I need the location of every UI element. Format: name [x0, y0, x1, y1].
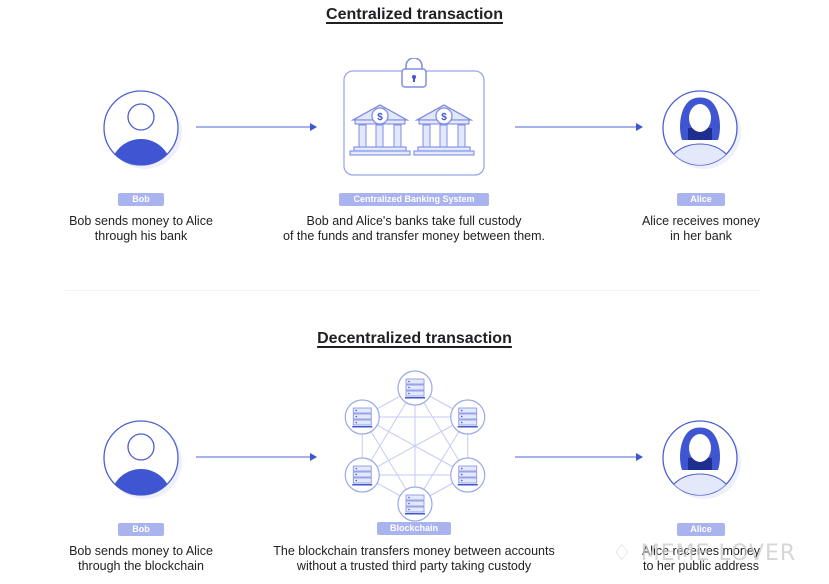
decentralized-title: Decentralized transaction [317, 330, 512, 347]
bank-icon-1: $ [349, 104, 411, 156]
server-node-icon [344, 457, 380, 493]
server-node-icon [397, 370, 433, 406]
male-user-icon [103, 90, 182, 169]
svg-text:$: $ [377, 112, 383, 123]
svg-text:$: $ [441, 112, 447, 123]
centralized-title: Centralized transaction [326, 6, 503, 23]
badge-centralized-banking-system: Centralized Banking System [339, 193, 489, 206]
bank-icon-2: $ [413, 104, 475, 156]
badge-bob-centralized: Bob [118, 193, 164, 206]
server-node-icon [450, 399, 486, 435]
arrow-bob-to-bank [196, 123, 317, 131]
watermark-text: MEME LOVER [640, 541, 797, 566]
male-user-icon [103, 420, 182, 499]
watermark-logo-icon: ♢ [612, 541, 633, 566]
desc-line: Alice receives money [641, 214, 761, 228]
desc-line: without a trusted third party taking cus… [296, 559, 532, 573]
server-node-icon [344, 399, 380, 435]
badge-alice-decentralized: Alice [677, 523, 725, 536]
female-user-icon [662, 420, 741, 499]
female-user-icon [662, 90, 741, 169]
bob-avatar-centralized [101, 88, 183, 170]
desc-line: to her public address [642, 559, 760, 573]
desc-bob-decentralized: Bob sends money to Alice through the blo… [41, 544, 241, 574]
desc-line: The blockchain transfers money between a… [273, 544, 555, 558]
section-divider [65, 290, 760, 291]
arrow-bob-to-blockchain [196, 453, 317, 461]
arrow-blockchain-to-alice [515, 453, 643, 461]
desc-line: through the blockchain [78, 559, 204, 573]
badge-blockchain: Blockchain [377, 522, 451, 535]
bob-avatar-decentralized [101, 418, 183, 500]
desc-alice-centralized: Alice receives money in her bank [611, 214, 791, 244]
desc-line: Bob and Alice's banks take full custody [306, 214, 522, 228]
server-node-icon [397, 486, 433, 522]
blockchain-network [340, 370, 490, 522]
alice-avatar-decentralized [660, 418, 742, 500]
desc-line: of the funds and transfer money between … [283, 229, 545, 243]
badge-bob-decentralized: Bob [118, 523, 164, 536]
desc-blockchain: The blockchain transfers money between a… [249, 544, 579, 574]
desc-line: in her bank [670, 229, 732, 243]
network-link [362, 416, 468, 476]
watermark: ♢ MEME LOVER [612, 541, 796, 566]
desc-banking-system: Bob and Alice's banks take full custody … [264, 214, 564, 244]
desc-line: Alice receives money [641, 544, 761, 558]
locked-banks-icon: $ $ [343, 58, 485, 176]
alice-avatar-centralized [660, 88, 742, 170]
centralized-banking-system: $ $ [340, 58, 488, 178]
badge-alice-centralized: Alice [677, 193, 725, 206]
desc-bob-centralized: Bob sends money to Alice through his ban… [41, 214, 241, 244]
arrow-bank-to-alice [515, 123, 643, 131]
desc-line: through his bank [94, 229, 188, 243]
desc-line: Bob sends money to Alice [69, 544, 213, 558]
desc-line: Bob sends money to Alice [69, 214, 213, 228]
desc-alice-decentralized: Alice receives money to her public addre… [611, 544, 791, 574]
server-network-icon [344, 370, 486, 522]
server-node-icon [450, 457, 486, 493]
